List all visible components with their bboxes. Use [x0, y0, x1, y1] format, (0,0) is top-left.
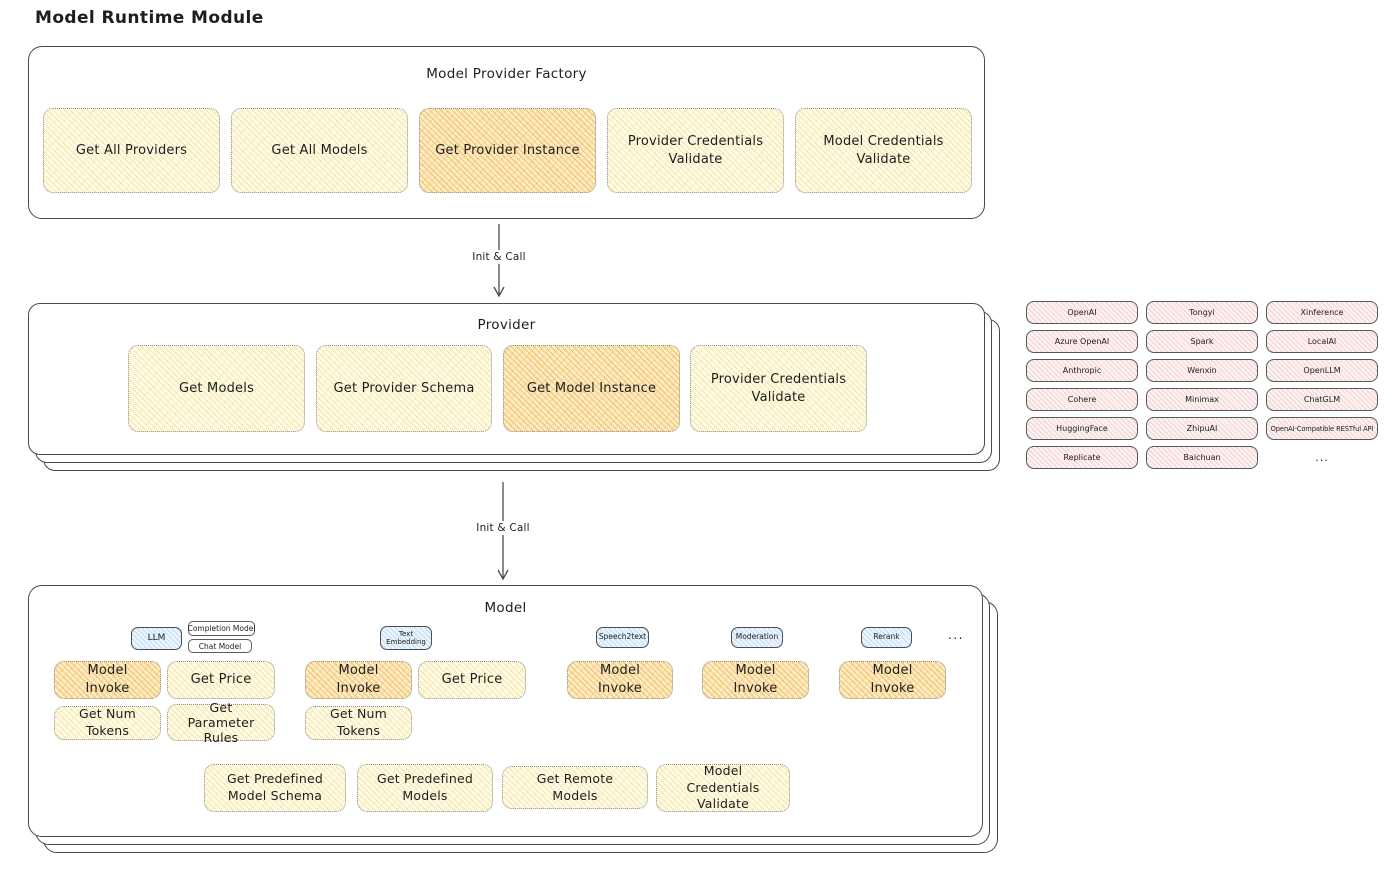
rerank-model-invoke: Model Invoke — [839, 661, 946, 699]
speech2text-model-invoke: Model Invoke — [567, 661, 673, 699]
embedding-get-num-tokens: Get Num Tokens — [305, 706, 412, 740]
tabs-more: ... — [948, 628, 964, 642]
llm-model-invoke: Model Invoke — [54, 661, 161, 699]
get-predefined-model-schema: Get Predefined Model Schema — [204, 764, 346, 812]
get-predefined-models: Get Predefined Models — [357, 764, 493, 812]
embedding-model-invoke: Model Invoke — [305, 661, 412, 699]
tab-moderation: Moderation — [731, 627, 783, 648]
llm-get-price: Get Price — [167, 661, 275, 699]
provider-item-replicate: Replicate — [1026, 446, 1138, 469]
embedding-get-price: Get Price — [418, 661, 526, 699]
provider-get-model-instance: Get Model Instance — [503, 345, 680, 432]
provider-item-spark: Spark — [1146, 330, 1258, 353]
provider-item-chatglm: ChatGLM — [1266, 388, 1378, 411]
provider-item-zhipuai: ZhipuAI — [1146, 417, 1258, 440]
moderation-model-invoke: Model Invoke — [702, 661, 809, 699]
provider-item-openllm: OpenLLM — [1266, 359, 1378, 382]
provider-item-baichuan: Baichuan — [1146, 446, 1258, 469]
provider-item-cohere: Cohere — [1026, 388, 1138, 411]
llm-get-parameter-rules: Get Parameter Rules — [167, 700, 275, 745]
init-call-label-1: Init & Call — [467, 250, 531, 264]
provider-list-grid: OpenAI Tongyi Xinference Azure OpenAI Sp… — [1026, 301, 1378, 469]
tab-chat-model: Chat Model — [188, 639, 252, 653]
factory-model-credentials-validate: Model Credentials Validate — [795, 108, 972, 193]
provider-item-xinference: Xinference — [1266, 301, 1378, 324]
tab-speech2text: Speech2text — [596, 627, 649, 648]
llm-get-num-tokens: Get Num Tokens — [54, 706, 161, 740]
provider-get-models: Get Models — [128, 345, 305, 432]
provider-item-openai-compatible: OpenAI-Compatible RESTful API — [1266, 417, 1378, 440]
page-title: Model Runtime Module — [35, 8, 264, 28]
factory-get-all-models: Get All Models — [231, 108, 408, 193]
model-credentials-validate: Model Credentials Validate — [656, 763, 790, 812]
provider-list-more: ... — [1315, 451, 1329, 464]
model-title: Model — [484, 600, 527, 616]
factory-get-provider-instance: Get Provider Instance — [419, 108, 596, 193]
tab-text-embedding: Text Embedding — [380, 626, 432, 650]
provider-item-minimax: Minimax — [1146, 388, 1258, 411]
tab-llm: LLM — [131, 627, 182, 650]
tab-completion-model: Completion Model — [188, 621, 255, 636]
provider-item-tongyi: Tongyi — [1146, 301, 1258, 324]
get-remote-models: Get Remote Models — [502, 766, 648, 809]
provider-provider-credentials-validate: Provider Credentials Validate — [690, 345, 867, 432]
provider-item-azure-openai: Azure OpenAI — [1026, 330, 1138, 353]
provider-title: Provider — [477, 317, 536, 333]
provider-item-huggingface: HuggingFace — [1026, 417, 1138, 440]
factory-title: Model Provider Factory — [426, 66, 587, 82]
provider-item-anthropic: Anthropic — [1026, 359, 1138, 382]
factory-get-all-providers: Get All Providers — [43, 108, 220, 193]
tab-rerank: Rerank — [861, 627, 912, 648]
init-call-label-2: Init & Call — [471, 521, 535, 535]
provider-get-provider-schema: Get Provider Schema — [316, 345, 492, 432]
provider-item-wenxin: Wenxin — [1146, 359, 1258, 382]
factory-provider-credentials-validate: Provider Credentials Validate — [607, 108, 784, 193]
provider-item-openai: OpenAI — [1026, 301, 1138, 324]
provider-item-localai: LocalAI — [1266, 330, 1378, 353]
